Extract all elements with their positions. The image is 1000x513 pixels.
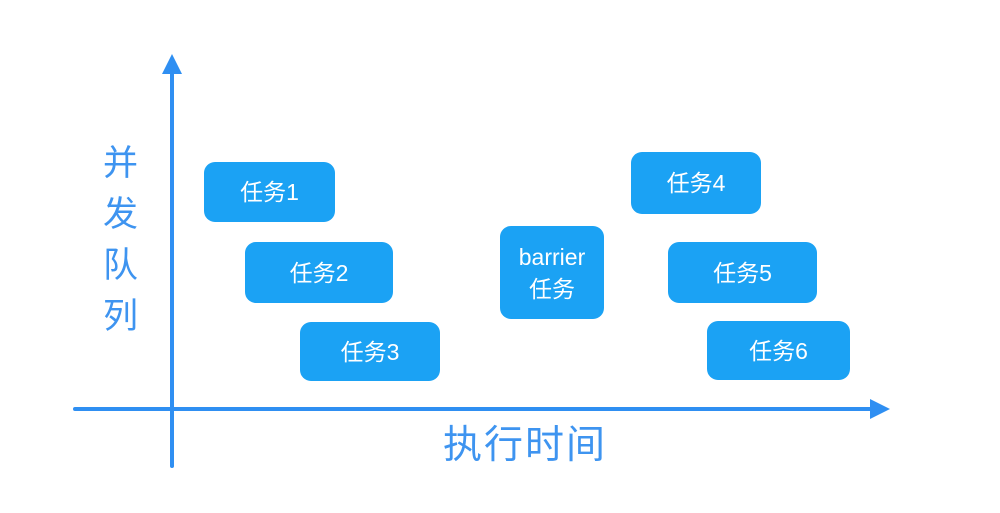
task-label: 任务1 — [240, 179, 299, 205]
task-block-4: 任务4 — [631, 152, 761, 214]
task-label: 任务5 — [713, 259, 772, 286]
task-label: 任务6 — [749, 337, 808, 364]
x-axis-label: 执行时间 — [443, 424, 608, 467]
task-block-1: 任务1 — [204, 162, 335, 222]
task-block-3: 任务3 — [300, 322, 440, 381]
task-block-2: 任务2 — [245, 242, 393, 303]
y-axis-label: 并发队列 — [98, 144, 137, 348]
barrier-task-block: barrier 任务 — [500, 226, 604, 319]
y-axis-line — [170, 66, 174, 468]
up-arrow-icon — [162, 54, 182, 74]
task-block-5: 任务5 — [668, 242, 817, 303]
task-label: 任务2 — [289, 259, 349, 286]
x-axis-line — [73, 407, 872, 411]
task-label: 任务4 — [666, 170, 726, 196]
barrier-task-label: barrier 任务 — [518, 243, 586, 302]
right-arrow-icon — [870, 399, 890, 419]
task-block-6: 任务6 — [707, 321, 850, 380]
task-label: 任务3 — [340, 338, 400, 365]
